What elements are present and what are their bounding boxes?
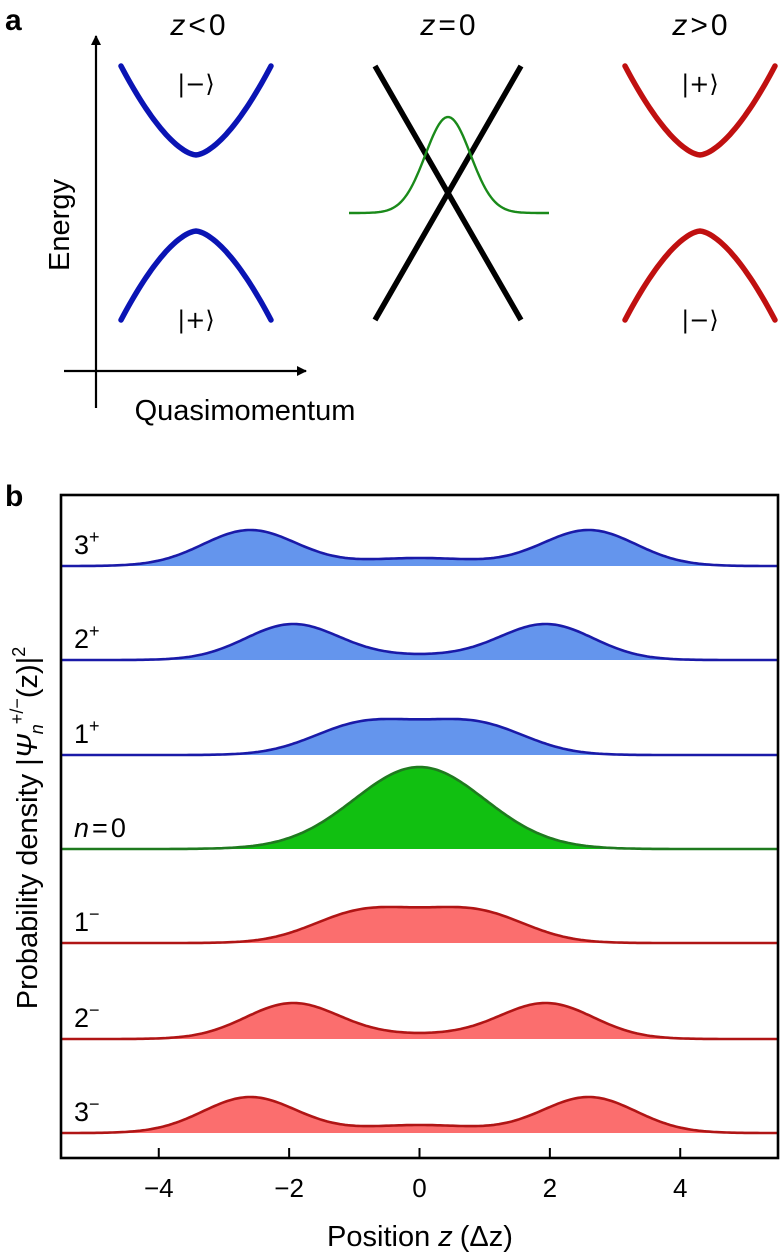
x-tick-label-1: −2 xyxy=(274,1173,304,1203)
panel-a: a z<0 z=0 z>0 Energy Quasimomentum |−⟩ |… xyxy=(5,4,778,427)
x-tick-label-0: −4 xyxy=(144,1173,174,1203)
density-fill-0 xyxy=(61,530,778,566)
density-line-0 xyxy=(61,528,778,568)
x-tick-label-2: 0 xyxy=(412,1173,426,1203)
row-labels: 3+ 2+ 1+ n=0 1− 2− 3− xyxy=(74,527,126,1127)
density-fill-5 xyxy=(61,1003,778,1039)
row-label-0: 3+ xyxy=(74,527,100,560)
band-left-lower xyxy=(118,228,274,323)
density-fill-6 xyxy=(61,1097,778,1133)
row-label-1: 2+ xyxy=(74,621,100,654)
panel-a-title-right: z>0 xyxy=(671,9,727,42)
x-ticks: −4 −2 0 2 4 xyxy=(144,1148,687,1203)
row-label-2: 1+ xyxy=(74,716,100,749)
x-tick-label-3: 2 xyxy=(543,1173,557,1203)
panel-b-letter: b xyxy=(5,480,23,513)
density-line-3 xyxy=(61,765,778,851)
energy-axis-label: Energy xyxy=(44,179,76,271)
x-axis-label: Position z(Δz) xyxy=(327,1221,513,1253)
density-curves xyxy=(61,528,778,1135)
row-label-4: 1− xyxy=(74,904,100,937)
density-line-2 xyxy=(61,717,778,757)
density-fill-1 xyxy=(61,624,778,660)
row-label-5: 2− xyxy=(74,1000,100,1033)
density-line-1 xyxy=(61,622,778,662)
dirac-cone-line-up xyxy=(372,64,524,322)
band-right-upper xyxy=(622,63,778,158)
quasimomentum-axis-label: Quasimomentum xyxy=(135,395,356,427)
ket-plus-left: |+⟩ xyxy=(177,306,215,334)
density-fill-2 xyxy=(61,719,778,755)
ket-minus-right: |−⟩ xyxy=(681,306,719,334)
density-fill-3 xyxy=(61,767,778,849)
wave-packet-curve xyxy=(349,115,549,215)
band-right-lower xyxy=(622,228,778,323)
y-axis-label: Probability density |Ψn+/−(z)|2 xyxy=(7,647,47,1009)
panel-b: b −4 −2 0 2 4 3+ 2+ 1+ n=0 1− 2− 3− Position z(Δz)… xyxy=(5,480,780,1253)
density-line-6 xyxy=(61,1095,778,1135)
panel-a-title-left: z<0 xyxy=(169,9,225,42)
x-tick-label-4: 4 xyxy=(673,1173,687,1203)
band-left-upper xyxy=(118,63,274,158)
density-line-5 xyxy=(61,1001,778,1041)
panel-a-title-middle: z=0 xyxy=(419,9,475,42)
ket-plus-right: |+⟩ xyxy=(681,70,719,98)
row-label-3: n=0 xyxy=(74,813,126,843)
density-line-4 xyxy=(61,905,778,945)
ket-minus-left: |−⟩ xyxy=(177,70,215,98)
row-label-6: 3− xyxy=(74,1094,100,1127)
density-fill-4 xyxy=(61,907,778,943)
panel-a-letter: a xyxy=(5,4,22,37)
